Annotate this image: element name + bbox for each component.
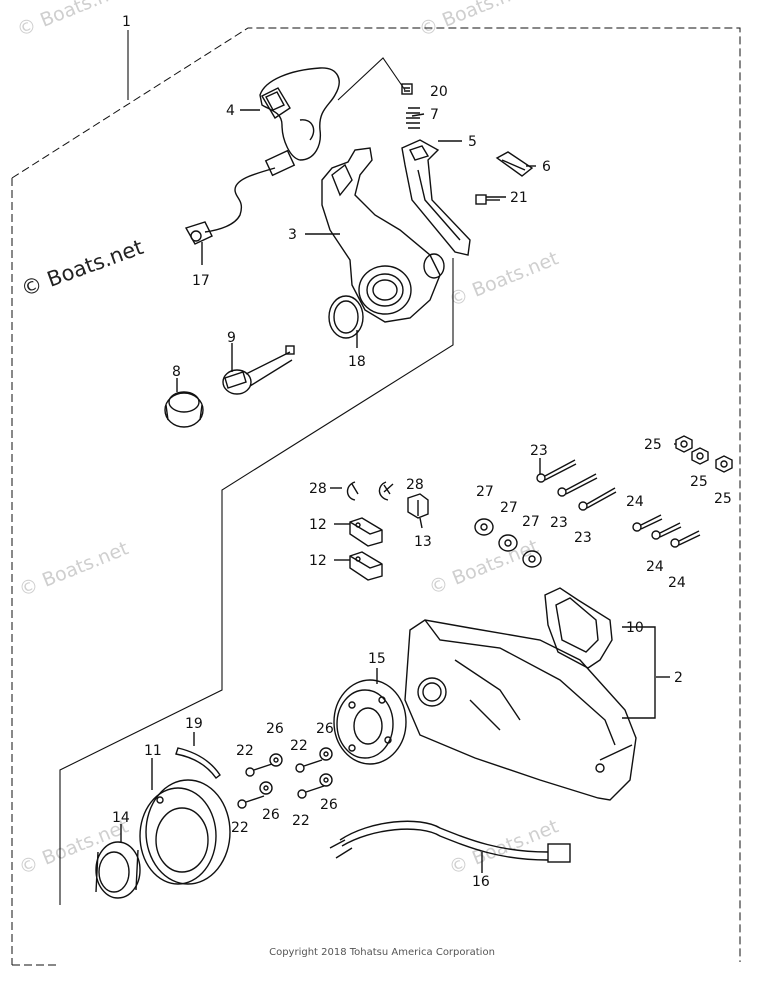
part-26-nut	[259, 781, 273, 795]
part-17-switch	[184, 149, 296, 245]
assembly-outline	[11, 27, 741, 966]
part-21-screw	[475, 194, 500, 205]
callout-11: 11	[144, 743, 162, 759]
callout-1: 1	[122, 14, 131, 30]
part-22-screw	[297, 785, 325, 799]
callout-27: 27	[476, 484, 494, 500]
part-23-screw	[536, 459, 577, 483]
callout-26: 26	[320, 797, 338, 813]
callout-28: 28	[406, 477, 424, 493]
callout-22: 22	[236, 743, 254, 759]
part-8-knob	[164, 391, 204, 428]
part-23-screw	[557, 473, 598, 497]
callout-22: 22	[292, 813, 310, 829]
part-4-handle	[259, 67, 340, 161]
part-24-screw	[632, 514, 663, 532]
part-26-nut	[319, 747, 333, 761]
copyright-notice: Copyright 2018 Tohatsu America Corporati…	[269, 947, 495, 958]
callout-10: 10	[626, 620, 644, 636]
callout-26: 26	[316, 721, 334, 737]
callout-18: 18	[348, 354, 366, 370]
callout-7: 7	[430, 107, 439, 123]
part-27-washer	[474, 518, 494, 536]
part-6-block	[495, 151, 534, 177]
callout-25: 25	[644, 437, 662, 453]
callout-24: 24	[626, 494, 644, 510]
callout-15: 15	[368, 651, 386, 667]
part-12-block	[349, 551, 383, 581]
callout-26: 26	[262, 807, 280, 823]
callout-5: 5	[468, 134, 477, 150]
callout-25: 25	[690, 474, 708, 490]
callout-12: 12	[309, 517, 327, 533]
callout-9: 9	[227, 330, 236, 346]
part-28-clip	[346, 481, 359, 501]
callout-14: 14	[112, 810, 130, 826]
callout-22: 22	[290, 738, 308, 754]
part-12-block	[349, 517, 383, 547]
part-16-harness	[329, 820, 571, 863]
part-9-shaft	[222, 345, 295, 395]
callout-3: 3	[288, 227, 297, 243]
callout-2: 2	[674, 670, 683, 686]
callout-27: 27	[500, 500, 518, 516]
part-25-nut	[691, 447, 709, 465]
part-26-nut	[269, 753, 283, 767]
callout-6: 6	[542, 159, 551, 175]
callout-24: 24	[668, 575, 686, 591]
part-26-nut	[319, 773, 333, 787]
callout-21: 21	[510, 190, 528, 206]
part-20-screw	[401, 83, 413, 95]
part-13-bracket	[407, 493, 429, 519]
callout-25: 25	[714, 491, 732, 507]
part-15-plate	[333, 679, 407, 765]
callout-4: 4	[226, 103, 235, 119]
callout-28: 28	[309, 481, 327, 497]
callout-12: 12	[309, 553, 327, 569]
part-24-screw	[651, 522, 682, 540]
callout-20: 20	[430, 84, 448, 100]
part-7-spring	[406, 107, 420, 129]
part-5-lever	[401, 139, 471, 256]
part-14-ring	[95, 841, 141, 899]
callout-26: 26	[266, 721, 284, 737]
part-25-nut	[675, 435, 693, 453]
part-18-ring	[328, 295, 364, 339]
part-19-strip	[175, 747, 221, 779]
callout-16: 16	[472, 874, 490, 890]
callout-17: 17	[192, 273, 210, 289]
callout-22: 22	[231, 820, 249, 836]
callout-8: 8	[172, 364, 181, 380]
callout-19: 19	[185, 716, 203, 732]
part-22-screw	[237, 795, 265, 809]
part-3-arm	[321, 147, 445, 323]
callout-23: 23	[530, 443, 548, 459]
callout-13: 13	[414, 534, 432, 550]
part-10-gasket	[544, 587, 613, 669]
callout-24: 24	[646, 559, 664, 575]
part-23-screw	[578, 487, 617, 511]
group-divider	[59, 258, 454, 905]
part-24-screw	[670, 530, 701, 548]
part-25-nut	[715, 455, 733, 473]
part-27-washer	[498, 534, 518, 552]
callout-23: 23	[550, 515, 568, 531]
part-11-cover	[139, 779, 231, 885]
callout-23: 23	[574, 530, 592, 546]
part-22-screw	[295, 759, 323, 773]
part-22-screw	[245, 763, 273, 777]
callout-27: 27	[522, 514, 540, 530]
part-27-washer	[522, 550, 542, 568]
part-2-housing	[404, 619, 637, 801]
